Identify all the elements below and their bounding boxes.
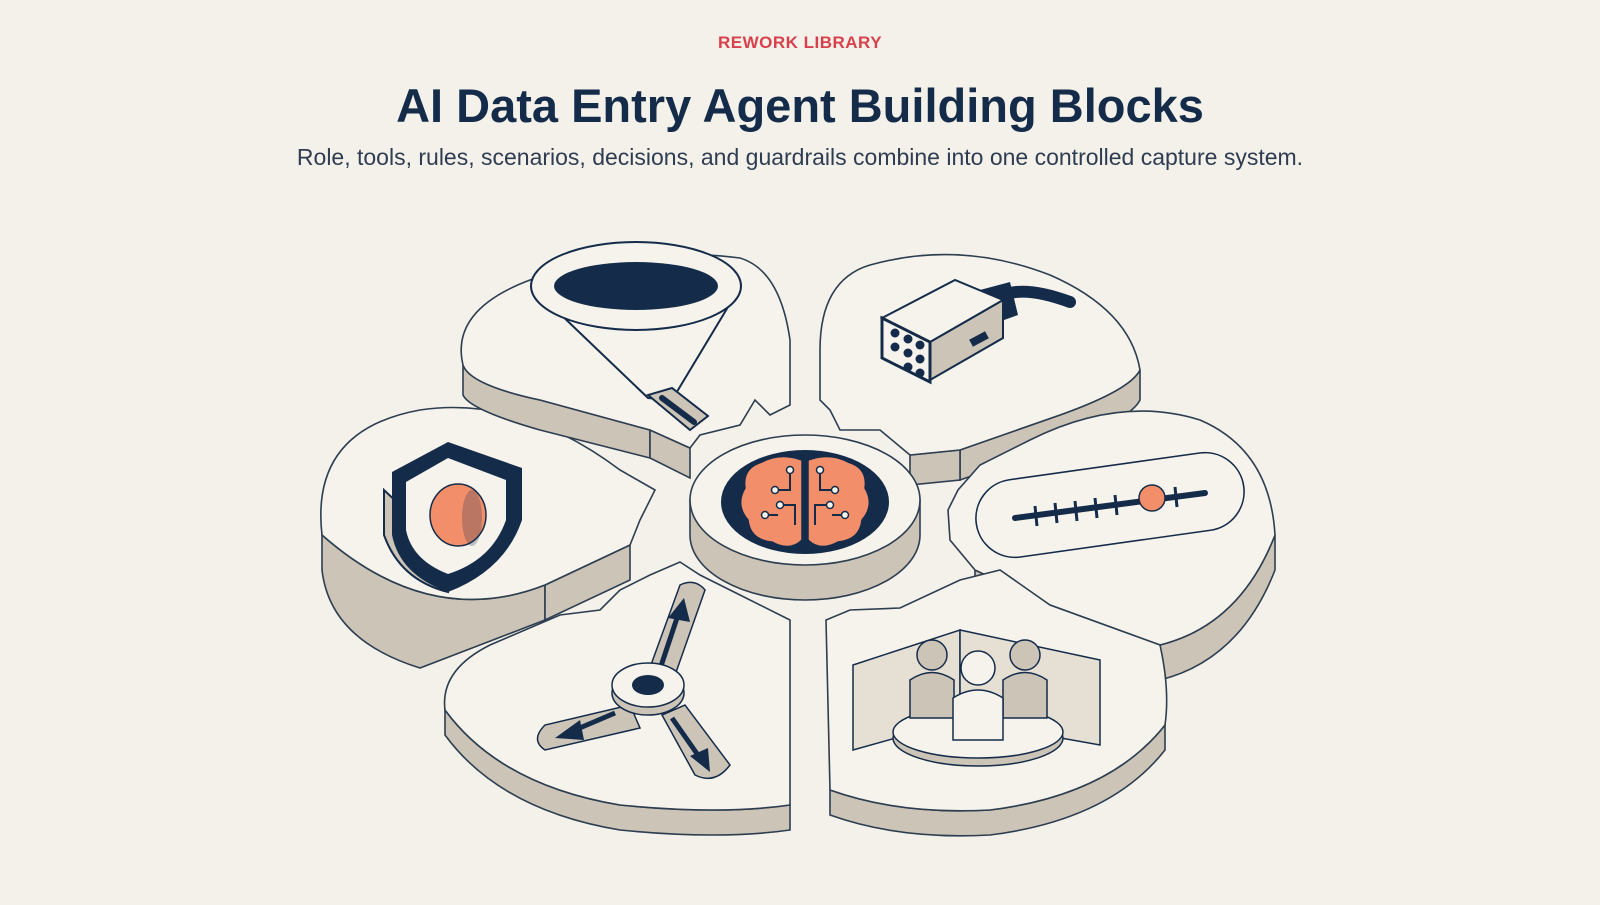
page-subtitle: Role, tools, rules, scenarios, decisions… xyxy=(296,144,1304,170)
shield-icon xyxy=(383,442,522,594)
building-blocks-diagram: .top { fill: #f6f3ec; stroke: #2c3e50; s… xyxy=(0,190,1600,900)
team-icon xyxy=(852,628,1101,767)
person-left xyxy=(909,639,955,719)
person-right xyxy=(1002,639,1048,719)
segment-decisions xyxy=(443,561,791,836)
library-kicker: REWORK LIBRARY xyxy=(717,33,883,52)
branch-arrows-icon xyxy=(536,581,731,780)
person-center xyxy=(952,650,1004,741)
segment-rules xyxy=(947,410,1276,681)
diagram-svg: .top { fill: #f6f3ec; stroke: #2c3e50; s… xyxy=(320,241,1276,837)
center-hub xyxy=(689,434,921,601)
segment-guardrails xyxy=(320,406,657,669)
slider-icon xyxy=(975,451,1245,559)
segment-tools xyxy=(460,241,791,480)
page-title: AI Data Entry Agent Building Blocks xyxy=(396,79,1204,132)
segment-scenarios xyxy=(825,569,1168,837)
brain-circuit-icon xyxy=(739,455,871,548)
funnel-icon xyxy=(529,241,742,432)
connector-plug-icon xyxy=(879,278,1076,385)
